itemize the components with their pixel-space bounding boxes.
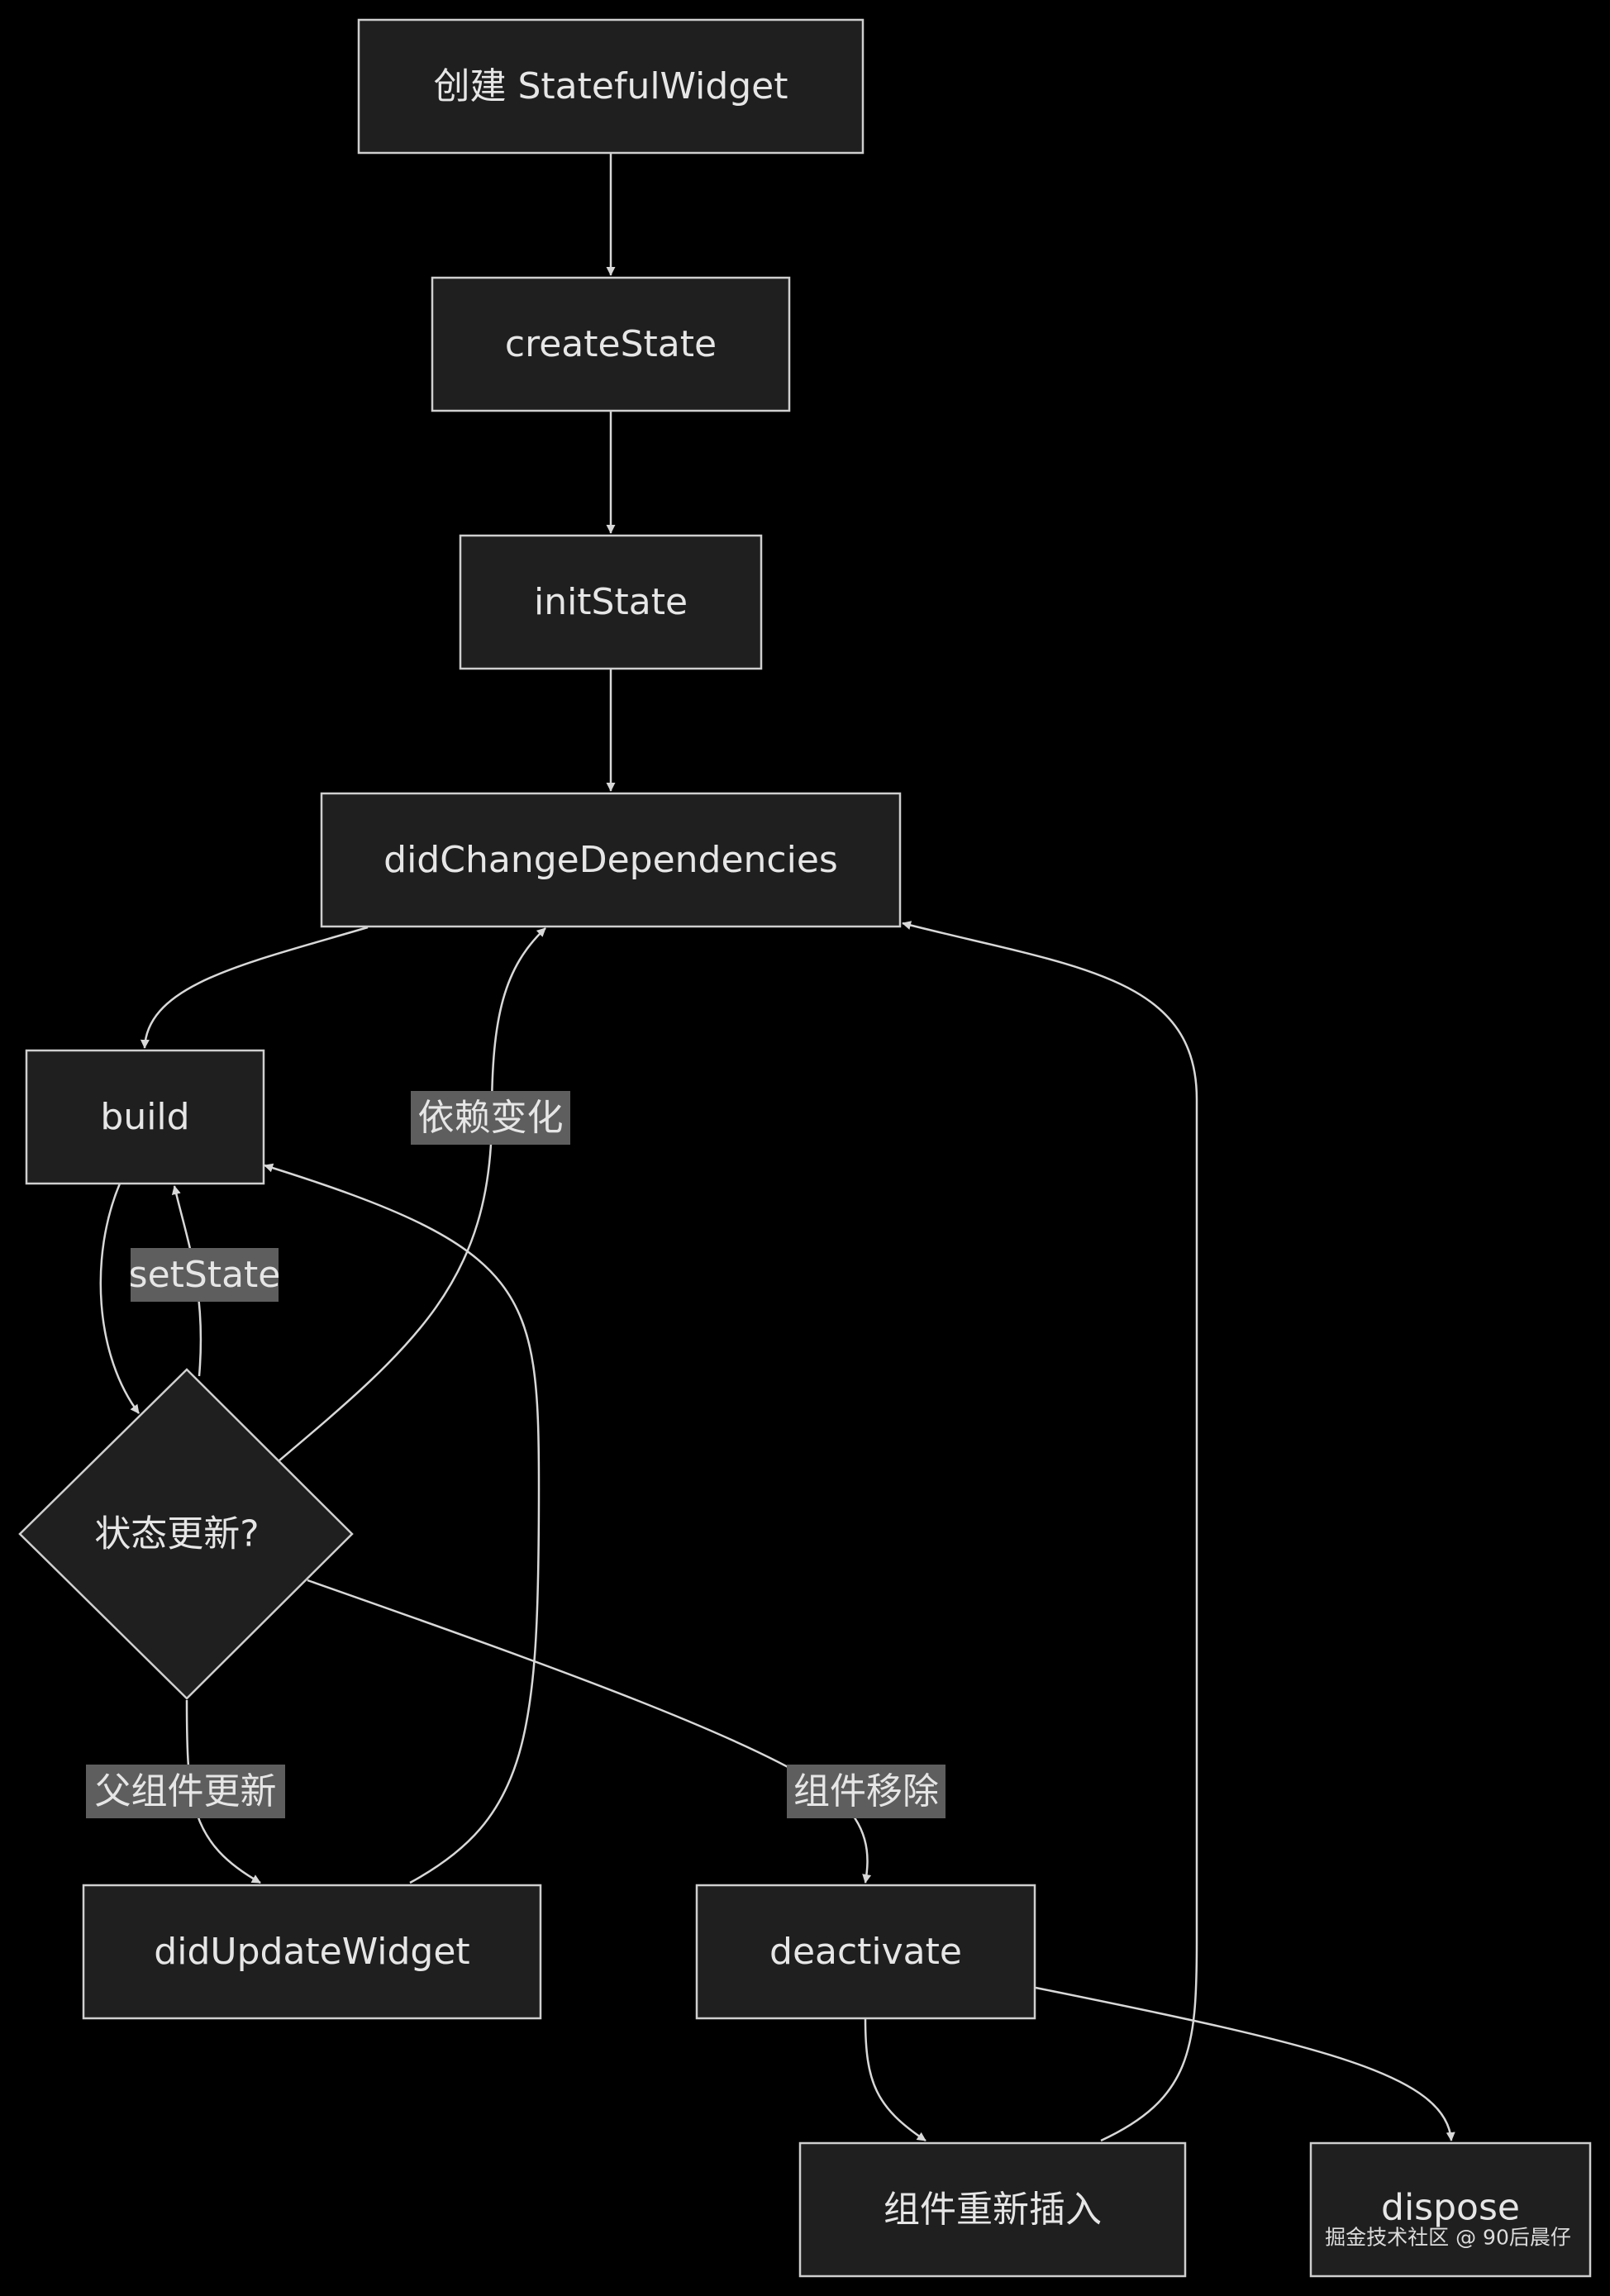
- node-state-update-decision-label: 状态更新?: [94, 1513, 259, 1555]
- node-create-statefulwidget-label: 创建 StatefulWidget: [434, 65, 788, 107]
- edge-build-to-decision: [99, 1183, 140, 1414]
- node-didupdatewidget-label: didUpdateWidget: [154, 1931, 469, 1973]
- edge-decision-to-didchange: [279, 927, 546, 1461]
- edge-didchange-to-build: [140, 926, 369, 1049]
- node-dispose-label: dispose: [1381, 2187, 1520, 2229]
- node-initstate: initState: [459, 534, 763, 670]
- node-createstate: createState: [431, 276, 791, 412]
- edge-label-component-removed: 组件移除: [787, 1765, 946, 1818]
- node-didupdatewidget: didUpdateWidget: [82, 1884, 542, 2020]
- edge-reinsert-to-didchange: [902, 921, 1198, 2142]
- edge-label-component-removed-text: 组件移除: [793, 1770, 939, 1813]
- edge-label-parent-update-text: 父组件更新: [95, 1770, 277, 1813]
- node-deactivate-label: deactivate: [769, 1931, 962, 1973]
- node-didchangedependencies: didChangeDependencies: [320, 792, 902, 928]
- node-create-statefulwidget: 创建 StatefulWidget: [357, 18, 865, 155]
- edge-label-set-state-text: setState: [129, 1254, 281, 1296]
- node-deactivate: deactivate: [695, 1884, 1036, 2020]
- node-reinsert-label: 组件重新插入: [884, 2189, 1102, 2231]
- node-createstate-label: createState: [505, 323, 717, 365]
- node-state-update-decision: 状态更新?: [18, 1368, 354, 1700]
- node-build: build: [25, 1049, 265, 1185]
- edge-label-parent-update: 父组件更新: [86, 1765, 285, 1818]
- node-dispose: dispose: [1309, 2141, 1592, 2278]
- node-build-label: build: [100, 1096, 189, 1138]
- node-initstate-label: initState: [534, 581, 688, 623]
- edge-decision-to-deactivate: [307, 1579, 872, 1884]
- edge-didupdate-to-build: [264, 1163, 541, 1884]
- edge-deactivate-to-dispose: [1035, 1986, 1455, 2141]
- edge-label-set-state: setState: [129, 1248, 281, 1302]
- edge-label-dependency-change: 依赖变化: [411, 1091, 570, 1145]
- watermark: 掘金技术社区 @ 90后晨仔: [1325, 2226, 1571, 2250]
- node-reinsert: 组件重新插入: [798, 2141, 1187, 2278]
- edge-label-dependency-change-text: 依赖变化: [418, 1097, 564, 1139]
- edge-deactivate-to-reinsert: [864, 2017, 926, 2142]
- node-didchangedependencies-label: didChangeDependencies: [383, 839, 838, 881]
